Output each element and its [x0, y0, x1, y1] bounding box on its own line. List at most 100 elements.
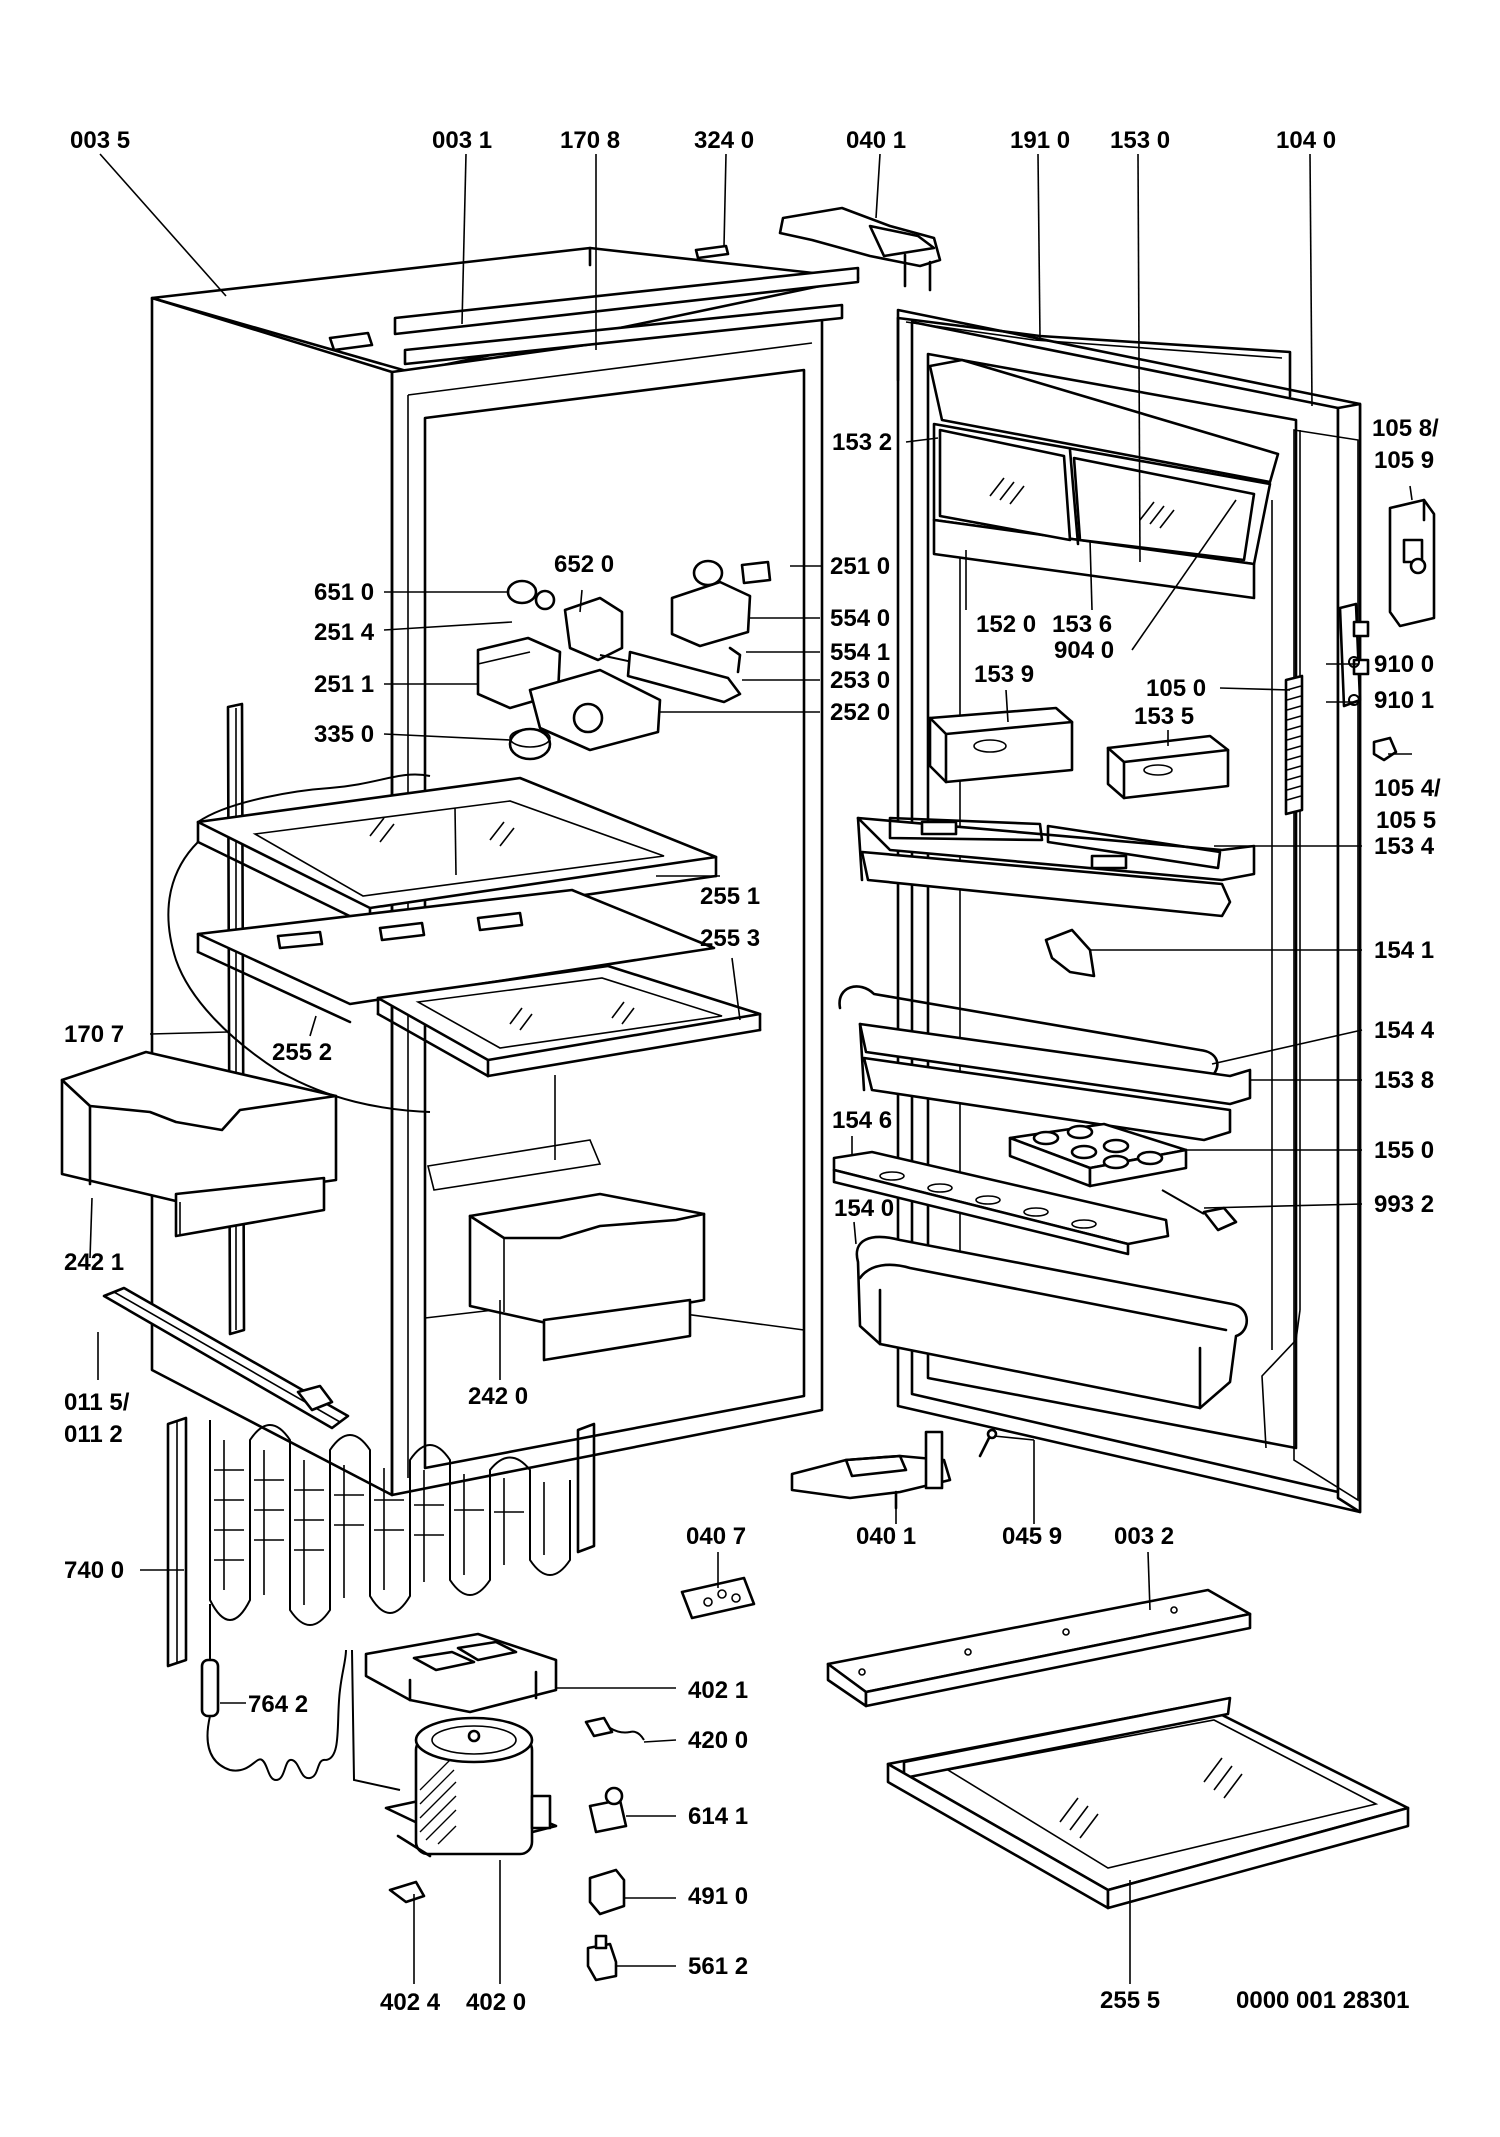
label-904-0: 904 0	[1054, 637, 1114, 664]
butter-dish-153-9	[928, 706, 1074, 784]
bottle-shelf-154-0	[855, 1235, 1249, 1410]
label-255-2: 255 2	[272, 1039, 332, 1066]
section-cutline	[167, 773, 431, 1113]
label-154-4: 154 4	[1374, 1017, 1435, 1044]
label-252-0: 252 0	[830, 699, 890, 726]
label-420-0: 420 0	[688, 1727, 748, 1754]
label-491-0: 491 0	[688, 1883, 748, 1910]
door-strip-105-0	[1284, 674, 1304, 816]
door-shelf-153-8	[838, 985, 1252, 1142]
label-255-3: 255 3	[700, 925, 760, 952]
label-242-1: 242 1	[64, 1249, 124, 1276]
label-154-0: 154 0	[834, 1195, 894, 1222]
label-170-8: 170 8	[560, 127, 620, 154]
compressor-mount-402-1	[351, 1632, 558, 1791]
top-hinge	[778, 206, 942, 292]
door-hinges-910	[1338, 602, 1370, 708]
bottle-rack-154-6	[832, 1150, 1170, 1256]
label-324-0: 324 0	[694, 127, 754, 154]
label-402-4: 402 4	[380, 1989, 441, 2016]
label-910-0: 910 0	[1374, 651, 1434, 678]
label-105-8: 105 8/	[1372, 415, 1439, 442]
label-105-4: 105 4/	[1374, 775, 1441, 802]
label-153-4: 153 4	[1374, 833, 1435, 860]
label-154-6: 154 6	[832, 1107, 892, 1134]
label-554-1: 554 1	[830, 639, 890, 666]
label-910-1: 910 1	[1374, 687, 1434, 714]
label-040-7: 040 7	[686, 1523, 746, 1550]
label-003-5: 003 5	[70, 127, 130, 154]
label-152-0: 152 0	[976, 611, 1036, 638]
dairy-compartment	[928, 358, 1280, 600]
label-402-0: 402 0	[466, 1989, 526, 2016]
label-561-2: 561 2	[688, 1953, 748, 1980]
label-040-1-bottom: 040 1	[856, 1523, 916, 1550]
label-003-1: 003 1	[432, 127, 492, 154]
label-003-2: 003 2	[1114, 1523, 1174, 1550]
label-242-0: 242 0	[468, 1383, 528, 1410]
door-shelf-panel	[1293, 429, 1359, 1502]
label-251-0: 251 0	[830, 553, 890, 580]
glass-shelf-255-5	[886, 1696, 1410, 1910]
label-402-1: 402 1	[688, 1677, 748, 1704]
egg-tray-155-0	[1008, 1122, 1188, 1188]
label-011-5: 011 5/	[64, 1389, 130, 1416]
label-105-5: 105 5	[1376, 807, 1436, 834]
label-764-2: 764 2	[248, 1691, 308, 1718]
butter-dish-153-5	[1106, 734, 1230, 800]
label-154-1: 154 1	[1374, 937, 1434, 964]
label-251-1: 251 1	[314, 671, 374, 698]
plinth-003-2	[826, 1588, 1252, 1708]
thermostat-group	[476, 559, 772, 761]
label-153-0: 153 0	[1110, 127, 1170, 154]
label-105-9: 105 9	[1374, 447, 1434, 474]
clip-324-0	[694, 244, 730, 260]
label-105-0: 105 0	[1146, 675, 1206, 702]
label-652-0: 652 0	[554, 551, 614, 578]
compressor-402-0	[384, 1716, 558, 1858]
hook-154-1	[1044, 928, 1096, 978]
label-651-0: 651 0	[314, 579, 374, 606]
label-155-0: 155 0	[1374, 1137, 1434, 1164]
label-335-0: 335 0	[314, 721, 374, 748]
crisper-242-1	[60, 1050, 338, 1238]
bottom-hinge	[790, 1430, 952, 1510]
label-104-0: 104 0	[1276, 127, 1336, 154]
relay-parts	[584, 1716, 645, 1982]
label-253-0: 253 0	[830, 667, 890, 694]
pin-045-9	[978, 1428, 998, 1458]
clip-402-4	[388, 1880, 426, 1904]
label-153-5: 153 5	[1134, 703, 1194, 730]
label-153-2: 153 2	[832, 429, 892, 456]
rail-170-7	[226, 702, 246, 1336]
plate-040-7	[680, 1576, 756, 1620]
label-614-1: 614 1	[688, 1803, 748, 1830]
fitting-105-8	[1388, 498, 1436, 628]
sensor-993-2	[1161, 1189, 1238, 1232]
label-040-1-top: 040 1	[846, 127, 906, 154]
label-740-0: 740 0	[64, 1557, 124, 1584]
crisper-242-0	[427, 1139, 706, 1362]
clip-105-4	[1372, 736, 1398, 762]
leader-lines	[89, 153, 1413, 1984]
label-153-6: 153 6	[1052, 611, 1112, 638]
label-153-8: 153 8	[1374, 1067, 1434, 1094]
label-170-7: 170 7	[64, 1021, 124, 1048]
label-255-1: 255 1	[700, 883, 760, 910]
divider-shelf-255-2-3	[196, 888, 762, 1078]
label-153-9: 153 9	[974, 661, 1034, 688]
door-shelf-153-4	[856, 816, 1256, 918]
label-191-0: 191 0	[1010, 127, 1070, 154]
label-045-9: 045 9	[1002, 1523, 1062, 1550]
label-255-5: 255 5	[1100, 1987, 1160, 2014]
gasket-191-0	[896, 316, 1292, 398]
label-251-4: 251 4	[314, 619, 375, 646]
condenser-740-0	[166, 1416, 596, 1668]
document-code: 0000 001 28301	[1236, 1987, 1410, 2014]
label-993-2: 993 2	[1374, 1191, 1434, 1218]
rail-011-5	[102, 1286, 350, 1430]
label-554-0: 554 0	[830, 605, 890, 632]
sensor-764-2	[200, 1604, 347, 1782]
label-011-2: 011 2	[64, 1421, 123, 1448]
